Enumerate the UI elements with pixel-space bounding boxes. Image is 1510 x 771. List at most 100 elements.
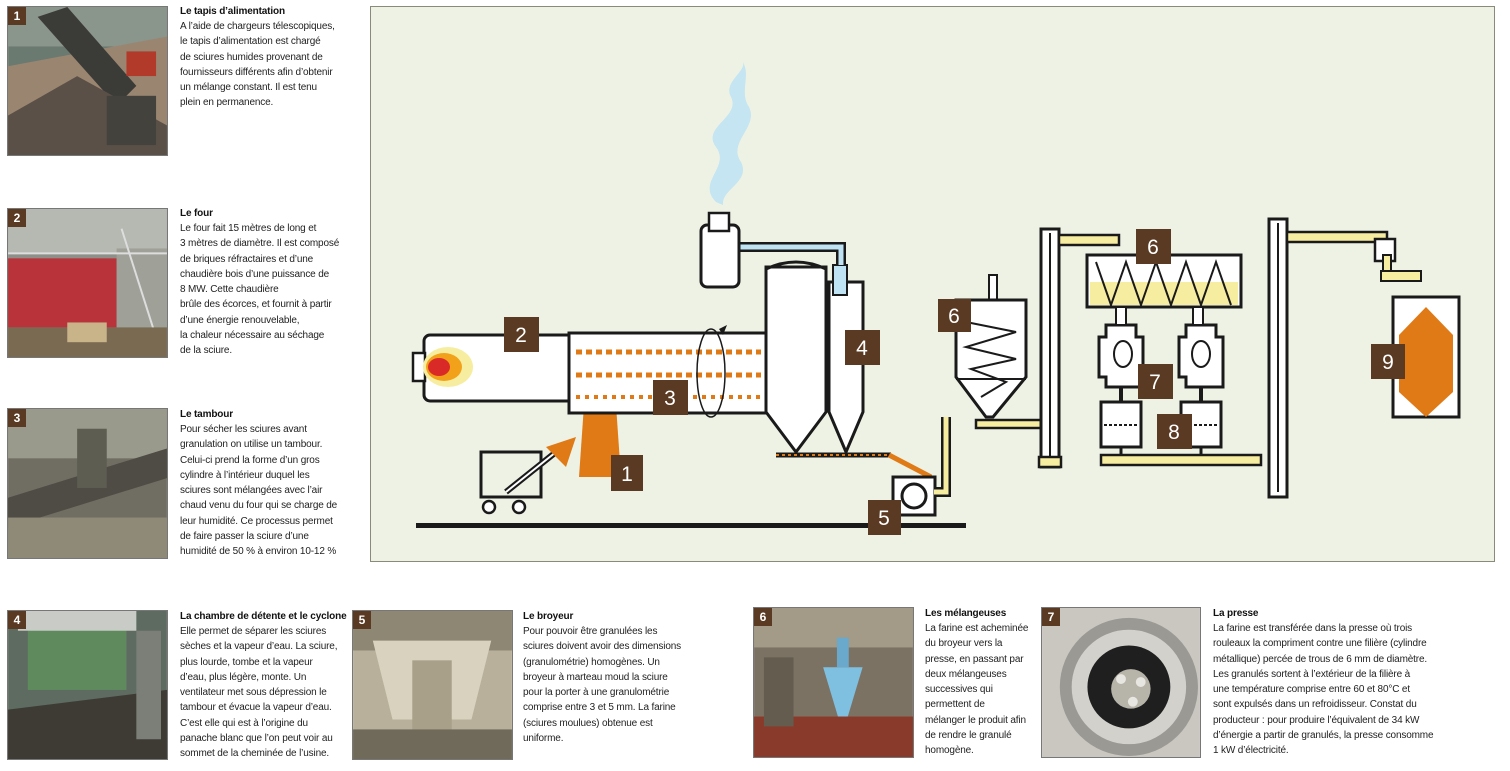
caption-line: sont expulsés dans un refroidisseur. Con… — [1213, 699, 1417, 711]
caption-line: le tapis d’alimentation est chargé — [180, 36, 321, 48]
diagram-label-6a-text: 6 — [948, 305, 960, 328]
photo-feed-conveyor: 1 — [7, 6, 168, 156]
caption-title: La presse — [1213, 608, 1259, 619]
caption-line: (granulométrie) homogènes. Un — [523, 656, 660, 668]
caption-line: plus lourde, tombe et la vapeur — [180, 656, 313, 668]
diagram-label-1-text: 1 — [621, 463, 633, 486]
caption-line: C’est elle qui est à l’origine du — [180, 717, 308, 729]
caption-line: de briques réfractaires et d’une — [180, 253, 314, 265]
caption-line: sèches et la vapeur d’eau. La sciure, — [180, 641, 338, 653]
first-bucket-elevator — [1037, 227, 1121, 469]
feed-conveyor-photo-image — [8, 7, 167, 155]
caption-line: de faire passer la sciure d’une — [180, 531, 309, 543]
caption-line: d’eau, plus légère, monte. Un — [180, 671, 307, 683]
caption-title: La chambre de détente et le cyclone — [180, 611, 347, 622]
diagram-label-6b-text: 6 — [1147, 236, 1159, 259]
caption-line: uniforme. — [523, 733, 564, 745]
caption-line: une température comprise entre 60 et 80°… — [1213, 684, 1410, 696]
step-badge-7: 7 — [1042, 608, 1060, 626]
caption-line: comprise entre 3 et 5 mm. La farine — [523, 702, 676, 714]
diagram-label-3: 3 — [653, 380, 688, 415]
caption-line: 1 kW d’électricité. — [1213, 745, 1289, 757]
caption-line: Les granulés sortent à l’extérieur de la… — [1213, 668, 1411, 680]
caption-line: la chaleur nécessaire au séchage — [180, 330, 325, 342]
caption-line: Celui-ci prend la forme d’un gros — [180, 454, 320, 466]
step-badge-6: 6 — [754, 608, 772, 626]
caption-line: rouleaux la compriment contre une filièr… — [1213, 638, 1427, 650]
caption-line: chaud venu du four qui se charge de — [180, 500, 338, 512]
process-diagram-drawing: 1 2 3 4 5 6 6 7 — [411, 62, 1461, 535]
caption-step-5: Le broyeur Pour pouvoir être granulées l… — [523, 610, 723, 746]
caption-title: Le broyeur — [523, 611, 574, 622]
caption-line: permettent de — [925, 699, 985, 711]
caption-line: ventilateur met sous dépression le — [180, 687, 327, 699]
mixers-photo-image — [754, 608, 913, 757]
diagram-label-2: 2 — [504, 317, 539, 352]
caption-title: Les mélangeuses — [925, 608, 1007, 619]
caption-line: d’une énergie renouvelable, — [180, 314, 300, 326]
loader-vehicle — [479, 437, 576, 515]
diagram-label-6b: 6 — [1136, 229, 1171, 264]
press-photo-image — [1042, 608, 1200, 757]
photo-cyclone: 4 — [7, 610, 168, 760]
caption-line: plein en permanence. — [180, 97, 274, 109]
expansion-chamber — [764, 260, 865, 456]
diagram-label-4-text: 4 — [856, 337, 868, 360]
caption-line: sciures doivent avoir des dimensions — [523, 641, 682, 653]
caption-line: A l’aide de chargeurs télescopiques, — [180, 21, 335, 32]
caption-line: métallique) percée de trous de 6 mm de d… — [1213, 653, 1428, 665]
caption-line: mélanger le produit afin — [925, 714, 1026, 726]
photo-furnace: 2 — [7, 208, 168, 358]
caption-title: Le tambour — [180, 409, 233, 420]
caption-line: de la sciure. — [180, 345, 232, 357]
diagram-label-6a: 6 — [938, 299, 971, 332]
caption-step-6: Les mélangeuses La farine est acheminée … — [925, 607, 1035, 759]
caption-line: homogène. — [925, 745, 974, 757]
drum-photo-image — [8, 409, 167, 558]
caption-line: d’énergie a partir de granulés, la press… — [1213, 730, 1434, 742]
caption-step-4: La chambre de détente et le cyclone Elle… — [180, 610, 355, 762]
caption-line: de rendre le granulé — [925, 730, 1012, 742]
caption-line: Le four fait 15 mètres de long et — [180, 223, 317, 234]
step-badge-4: 4 — [8, 611, 26, 629]
caption-line: successives qui — [925, 684, 993, 696]
caption-step-3: Le tambour Pour sécher les sciures avant… — [180, 408, 355, 560]
second-bucket-elevator — [1267, 217, 1422, 499]
exhaust-duct — [699, 211, 846, 289]
diagram-label-7: 7 — [1138, 364, 1173, 399]
caption-line: presse, en passant par — [925, 653, 1024, 665]
diagram-label-5: 5 — [868, 500, 901, 535]
ground-line — [416, 523, 966, 528]
caption-line: 8 MW. Cette chaudière — [180, 284, 279, 296]
caption-line: pour la porter à une granulométrie — [523, 687, 670, 699]
caption-line: broyeur à marteau moud la sciure — [523, 671, 668, 683]
caption-line: deux mélangeuses — [925, 668, 1007, 680]
caption-line: fournisseurs différents afin d’obtenir — [180, 66, 333, 78]
caption-line: sciures sont mélangées avec l’air — [180, 485, 323, 497]
caption-line: du broyeur vers la — [925, 638, 1003, 650]
caption-line: tambour et évacue la vapeur d’eau. — [180, 702, 332, 714]
caption-line: sommet de la cheminée de l’usine. — [180, 748, 330, 760]
first-mixer-hopper — [954, 274, 1048, 430]
diagram-label-3-text: 3 — [664, 387, 676, 410]
caption-line: La farine est acheminée — [925, 623, 1029, 634]
pellet-presses — [1097, 306, 1225, 389]
diagram-label-1: 1 — [611, 455, 643, 491]
caption-title: Le tapis d’alimentation — [180, 6, 285, 17]
caption-line: (sciures moulues) obtenue est — [523, 717, 653, 729]
process-diagram: 1 2 3 4 5 6 6 7 — [370, 6, 1495, 562]
caption-line: granulation on utilise un tambour. — [180, 439, 323, 451]
caption-line: humidité de 50 % à environ 10-12 % — [180, 546, 337, 558]
diagram-label-9-text: 9 — [1382, 351, 1394, 374]
step-badge-2: 2 — [8, 209, 26, 227]
photo-drum: 3 — [7, 408, 168, 559]
caption-step-7: La presse La farine est transférée dans … — [1213, 607, 1453, 759]
steam-plume — [709, 62, 751, 205]
caption-line: La farine est transférée dans la presse … — [1213, 623, 1413, 634]
caption-line: Pour pouvoir être granulées les — [523, 626, 658, 637]
diagram-label-4: 4 — [845, 330, 880, 365]
furnace-photo-image — [8, 209, 167, 357]
second-mixer — [1085, 253, 1243, 309]
step-badge-1: 1 — [8, 7, 26, 25]
photo-grinder: 5 — [352, 610, 513, 760]
